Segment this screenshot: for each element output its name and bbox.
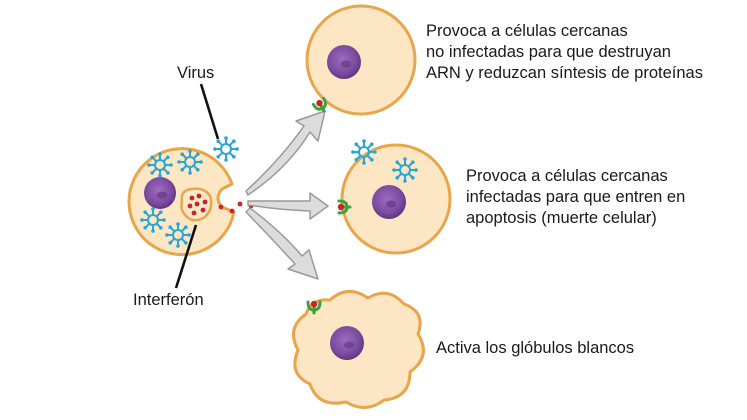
virus-icon	[350, 138, 378, 166]
effect-wbc-text: Activa los glóbulos blancos	[436, 338, 634, 359]
virus-pointer	[199, 83, 220, 140]
effect-line: Provoca a células cercanas	[466, 167, 668, 185]
effect-uninfected-text: Provoca a células cercanas no infectadas…	[426, 21, 703, 84]
interferon-pointer	[174, 224, 198, 289]
arrow-up	[245, 110, 326, 196]
effect-infected-text: Provoca a células cercanas infectadas pa…	[466, 166, 685, 229]
effect-line: Activa los glóbulos blancos	[436, 339, 635, 357]
interferon-label: Interferón	[133, 291, 204, 309]
effect-line: no infectadas para que destruyan	[426, 43, 671, 61]
virus-icon	[212, 135, 240, 163]
uninfected-cell	[305, 4, 417, 116]
infected-cell	[127, 147, 236, 257]
interferon-vesicle	[180, 187, 213, 222]
infected-neighbor-cell	[336, 143, 452, 255]
effect-line: ARN y reduzcan síntesis de proteínas	[426, 64, 703, 82]
effect-line: infectadas para que entren en	[466, 188, 686, 206]
effect-line: Provoca a células cercanas	[426, 22, 628, 40]
virus-label: Virus	[177, 64, 215, 82]
effect-line: apoptosis (muerte celular)	[466, 209, 657, 227]
white-blood-cell	[292, 290, 425, 409]
arrow-right	[247, 192, 329, 220]
arrow-down	[245, 207, 319, 280]
